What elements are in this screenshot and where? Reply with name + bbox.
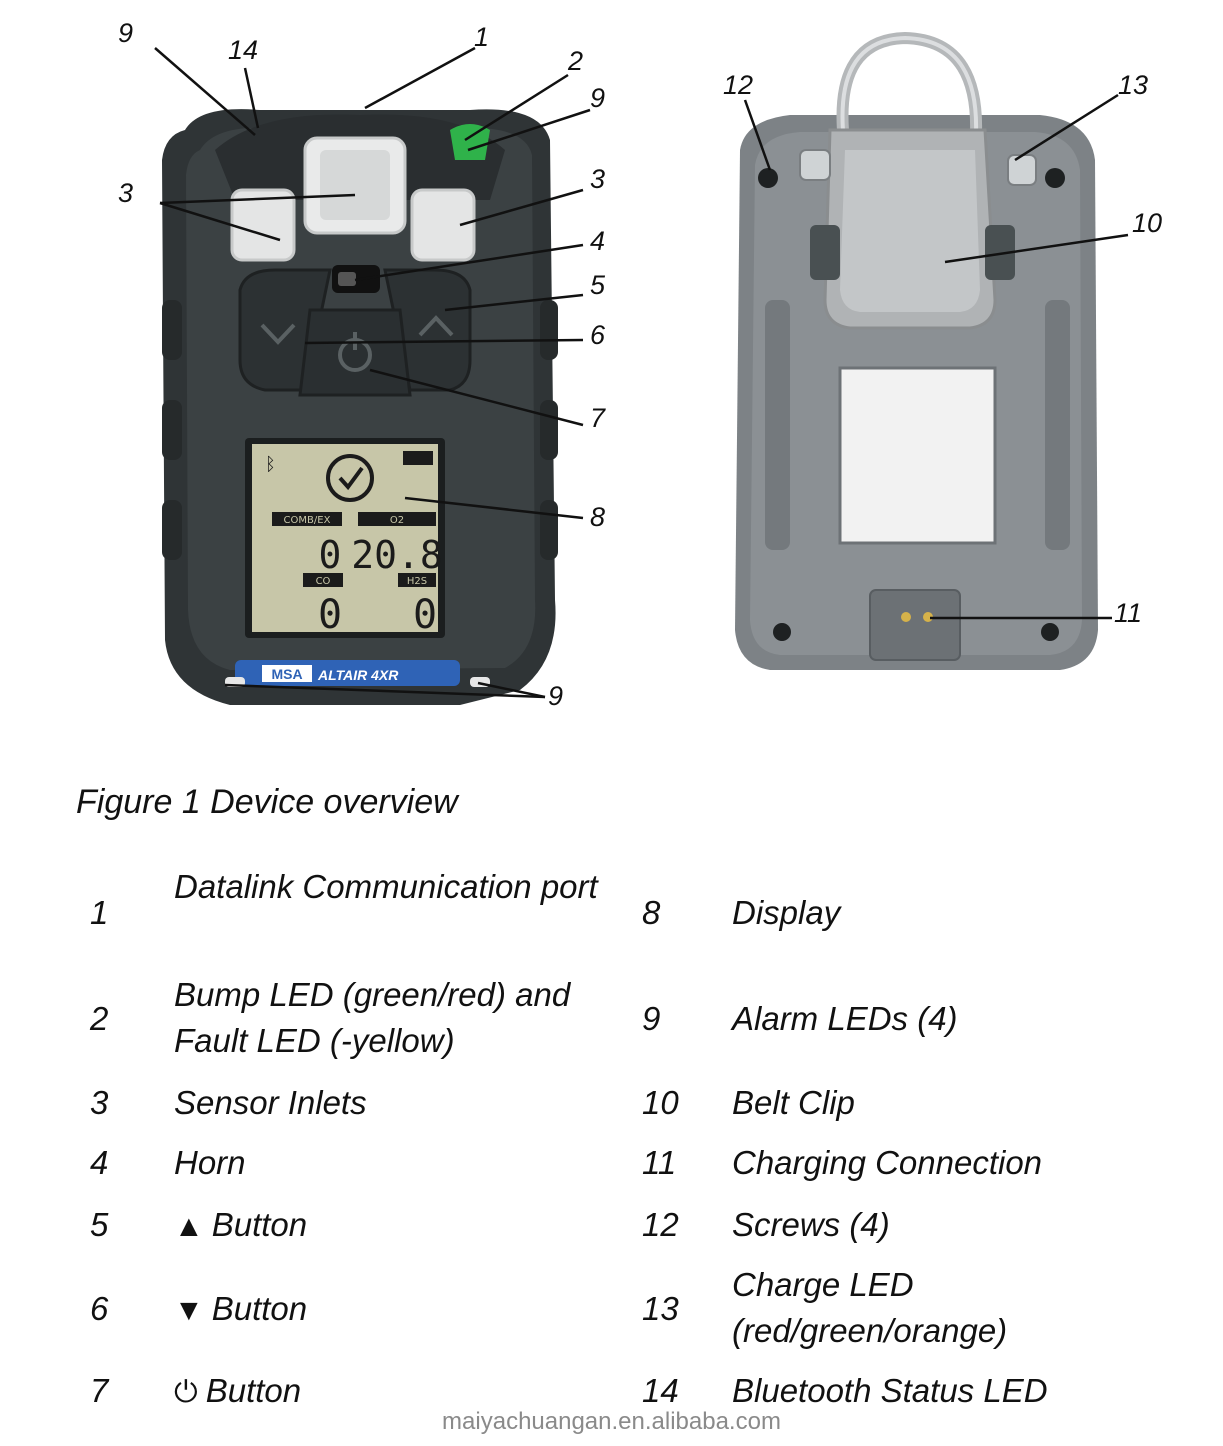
back-device bbox=[735, 31, 1129, 670]
legend-label: Charging Connection bbox=[732, 1144, 1043, 1181]
figure-caption: Figure 1 Device overview bbox=[76, 783, 458, 821]
legend-number: 14 bbox=[642, 1372, 679, 1409]
legend-label: ▲Button bbox=[174, 1202, 624, 1250]
callout-5: 5 bbox=[590, 270, 606, 300]
display-value-o2: 20.8 bbox=[351, 533, 443, 577]
legend-number: 10 bbox=[642, 1084, 679, 1121]
legend-number: 5 bbox=[90, 1206, 109, 1243]
callout-1: 1 bbox=[474, 22, 490, 52]
legend-label: ▼Button bbox=[174, 1286, 624, 1334]
legend-label: Bump LED (green/red) and Fault LED (-yel… bbox=[174, 976, 571, 1059]
legend-label: Display bbox=[732, 894, 841, 931]
brand-model: ALTAIR 4XR bbox=[317, 667, 399, 683]
watermark: maiyachuangan.en.alibaba.com bbox=[442, 1408, 781, 1435]
legend-number: 12 bbox=[642, 1206, 679, 1243]
callout-9-bottom: 9 bbox=[548, 681, 564, 711]
callout-13: 13 bbox=[1118, 70, 1149, 100]
display-label-co: CO bbox=[316, 576, 331, 587]
legend-label: Alarm LEDs (4) bbox=[732, 1000, 958, 1037]
legend-number: 7 bbox=[90, 1372, 109, 1409]
display-value-co: 0 bbox=[318, 592, 342, 638]
callout-8: 8 bbox=[590, 502, 606, 532]
callout-11: 11 bbox=[1114, 598, 1143, 628]
front-device: ᛒ COMB/EX O2 0 20.8 CO H2S 0 0 MSA ALTAI… bbox=[154, 46, 591, 705]
callout-3-left: 3 bbox=[118, 178, 134, 208]
callout-10: 10 bbox=[1132, 208, 1163, 238]
display-label-o2: O2 bbox=[390, 515, 404, 526]
legend-label: Charge LED (red/green/orange) bbox=[732, 1266, 1008, 1349]
legend-label: ⏻Button bbox=[174, 1368, 624, 1416]
legend-label: Datalink Communication port bbox=[174, 868, 598, 905]
legend-label: Horn bbox=[174, 1144, 246, 1181]
callout-6: 6 bbox=[590, 320, 606, 350]
display-value-combex: 0 bbox=[319, 533, 342, 577]
display-label-combex: COMB/EX bbox=[284, 515, 331, 526]
callout-7: 7 bbox=[590, 403, 606, 433]
device-illustration: ᛒ COMB/EX O2 0 20.8 CO H2S 0 0 MSA ALTAI… bbox=[154, 31, 1129, 705]
legend-label: Bluetooth Status LED bbox=[732, 1372, 1048, 1409]
callout-12: 12 bbox=[723, 70, 754, 100]
legend-label: Belt Clip bbox=[732, 1084, 855, 1121]
legend-number: 4 bbox=[90, 1144, 109, 1181]
legend-number: 9 bbox=[642, 1000, 661, 1037]
callout-3-right: 3 bbox=[590, 164, 606, 194]
svg-text:ᛒ: ᛒ bbox=[265, 454, 276, 475]
legend-number: 3 bbox=[90, 1084, 109, 1121]
callout-9-top-left: 9 bbox=[118, 18, 134, 48]
callout-14: 14 bbox=[228, 35, 259, 65]
down-triangle-icon: ▼ bbox=[174, 1294, 204, 1327]
callout-4: 4 bbox=[590, 226, 606, 256]
legend-number: 8 bbox=[642, 894, 661, 931]
callout-9-top-right: 9 bbox=[590, 83, 606, 113]
display-value-h2s: 0 bbox=[413, 592, 437, 638]
legend-label: Sensor Inlets bbox=[174, 1084, 367, 1121]
legend-number: 13 bbox=[642, 1290, 679, 1327]
callout-2: 2 bbox=[568, 46, 584, 76]
display-label-h2s: H2S bbox=[407, 576, 427, 587]
legend-number: 2 bbox=[90, 1000, 109, 1037]
legend-label-text: Button bbox=[211, 1206, 308, 1243]
legend-number: 1 bbox=[90, 894, 109, 931]
legend-label: Screws (4) bbox=[732, 1206, 890, 1243]
brand-msa: MSA bbox=[271, 666, 302, 682]
legend-label-text: Button bbox=[211, 1290, 308, 1327]
power-icon: ⏻ bbox=[174, 1376, 198, 1409]
up-triangle-icon: ▲ bbox=[174, 1210, 204, 1243]
legend-number: 6 bbox=[90, 1290, 109, 1327]
legend-label-text: Button bbox=[205, 1372, 302, 1409]
legend-number: 11 bbox=[642, 1144, 677, 1181]
device-figure: ᛒ COMB/EX O2 0 20.8 CO H2S 0 0 MSA ALTAI… bbox=[118, 18, 1163, 711]
